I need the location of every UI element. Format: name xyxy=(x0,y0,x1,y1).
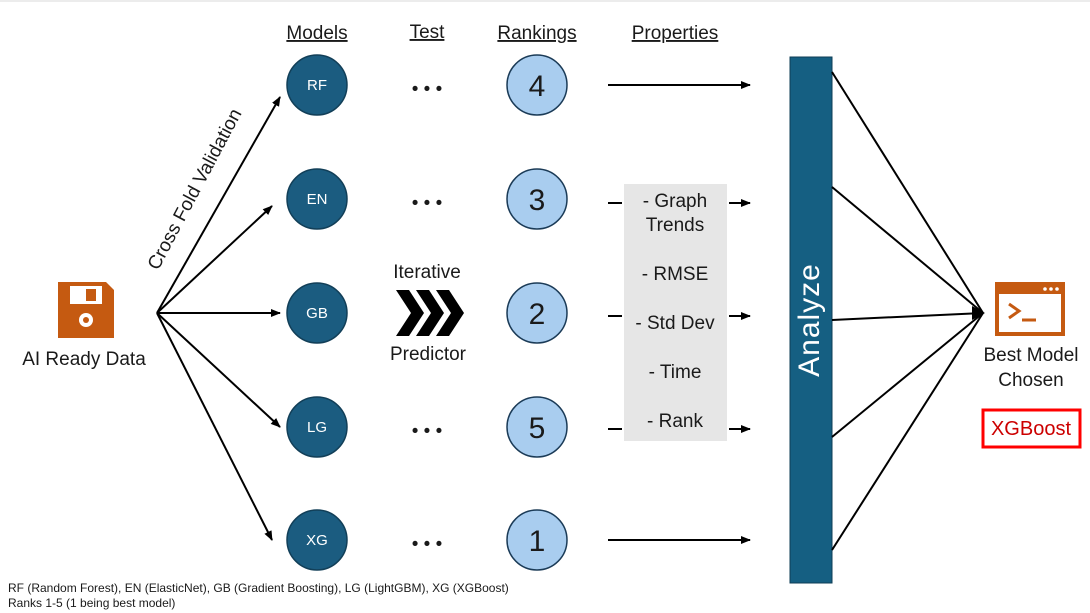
rank-label-lg: 5 xyxy=(529,412,546,445)
fan-arrow-lg xyxy=(156,312,281,428)
fan-arrow-en xyxy=(156,205,273,314)
rank-label-en: 3 xyxy=(529,184,546,217)
rank-node-xg xyxy=(506,509,568,571)
model-row-xg: XG • • • 1 xyxy=(286,509,751,571)
predictor-bottom-label: Predictor xyxy=(390,344,467,365)
model-label-en: EN xyxy=(307,191,328,208)
model-label-xg: XG xyxy=(306,532,328,549)
analyze-label: Analyze xyxy=(793,263,826,377)
terminal-window-icon xyxy=(995,282,1065,336)
converging-lines xyxy=(831,71,985,551)
models-layer: RF • • • 4EN • • • 3GB 2LG • • • 5XG • • • 1 xyxy=(286,54,751,571)
property-item-1-0: - RMSE xyxy=(642,264,709,285)
converge-line-2 xyxy=(831,186,984,314)
converge-line-3 xyxy=(831,312,984,321)
model-row-en: EN • • • 3 xyxy=(286,168,751,230)
ellipsis-xg: • • • xyxy=(412,534,443,555)
rank-node-gb xyxy=(506,282,568,344)
analyze-bar xyxy=(789,56,833,584)
floppy-disk-icon xyxy=(58,282,114,338)
property-item-3-0: - Time xyxy=(649,362,702,383)
converge-line-4 xyxy=(831,312,984,438)
converge-line-5 xyxy=(831,312,984,551)
rank-label-xg: 1 xyxy=(529,525,546,558)
best-model-label: XGBoost xyxy=(991,418,1071,440)
rank-node-lg xyxy=(506,396,568,458)
model-label-rf: RF xyxy=(307,77,327,94)
model-label-lg: LG xyxy=(307,419,327,436)
source-label: AI Ready Data xyxy=(22,349,146,370)
result-line-2: Chosen xyxy=(998,370,1064,391)
rank-label-gb: 2 xyxy=(529,298,546,331)
model-node-xg xyxy=(286,509,348,571)
rank-node-en xyxy=(506,168,568,230)
header-test: Test xyxy=(410,22,446,43)
model-row-gb: GB 2 xyxy=(286,282,751,344)
ellipsis-en: • • • xyxy=(412,193,443,214)
predictor-top-label: Iterative xyxy=(393,262,461,283)
chevrons-right-icon xyxy=(396,290,464,336)
model-row-lg: LG • • • 5 xyxy=(286,396,751,458)
property-item-0-1: Trends xyxy=(646,215,704,236)
converge-line-1 xyxy=(831,71,984,314)
header-rankings: Rankings xyxy=(497,23,576,44)
fan-arrows xyxy=(156,96,281,541)
property-item-4-0: - Rank xyxy=(647,411,703,432)
cross-fold-label: Cross Fold Validation xyxy=(144,105,247,273)
model-node-rf xyxy=(286,54,348,116)
rank-node-rf xyxy=(506,54,568,116)
rank-label-rf: 4 xyxy=(529,70,546,103)
properties-panel xyxy=(624,184,727,441)
ellipsis-rf: • • • xyxy=(412,79,443,100)
result-line-1: Best Model xyxy=(983,345,1078,366)
model-node-en xyxy=(286,168,348,230)
header-models: Models xyxy=(286,23,347,44)
model-label-gb: GB xyxy=(306,305,328,322)
model-row-rf: RF • • • 4 xyxy=(286,54,751,116)
fan-arrow-rf xyxy=(156,96,281,314)
fan-arrow-xg xyxy=(156,312,273,541)
best-model-box xyxy=(981,408,1082,449)
ellipsis-lg: • • • xyxy=(412,421,443,442)
footnote-line-2: Ranks 1-5 (1 being best model) xyxy=(8,596,175,610)
model-node-lg xyxy=(286,396,348,458)
converge-arrowhead xyxy=(972,306,985,320)
property-item-2-0: - Std Dev xyxy=(635,313,715,334)
property-item-0-0: - Graph xyxy=(643,191,707,212)
header-properties: Properties xyxy=(632,23,719,44)
footnote-line-1: RF (Random Forest), EN (ElasticNet), GB … xyxy=(8,581,509,595)
model-node-gb xyxy=(286,282,348,344)
